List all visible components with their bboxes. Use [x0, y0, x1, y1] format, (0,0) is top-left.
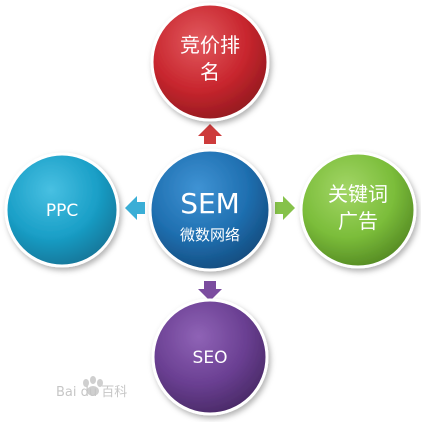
- node-center-subtitle: 微数网络: [180, 226, 240, 244]
- node-center-circle: [148, 148, 272, 272]
- node-top-bidding: 竞价排 名: [150, 2, 270, 122]
- arrow-down: [198, 281, 222, 301]
- node-bottom-circle: [151, 298, 269, 416]
- watermark-text: Bai du 百科: [56, 385, 127, 400]
- node-right-keyword-ads: 关键词 广告: [299, 151, 417, 269]
- node-top-line1: 竞价排: [180, 33, 240, 57]
- node-top-circle: [150, 2, 270, 122]
- arrow-up: [198, 124, 222, 144]
- arrow-right: [275, 196, 295, 220]
- paw-icon: [83, 376, 103, 396]
- node-right-line1: 关键词: [328, 182, 388, 206]
- node-top-line2: 名: [200, 60, 220, 84]
- node-left-ppc: PPC: [4, 152, 120, 268]
- node-left-label: PPC: [46, 201, 78, 221]
- node-bottom-label: SEO: [193, 348, 228, 368]
- node-left-circle: [4, 152, 120, 268]
- node-right-line2: 广告: [338, 209, 378, 233]
- node-center-title: SEM: [180, 187, 240, 220]
- node-center-sem: SEM 微数网络: [148, 148, 272, 272]
- node-bottom-seo: SEO: [151, 298, 269, 416]
- node-right-circle: [299, 151, 417, 269]
- watermark: Bai du 百科: [56, 376, 127, 400]
- arrow-left: [125, 196, 145, 220]
